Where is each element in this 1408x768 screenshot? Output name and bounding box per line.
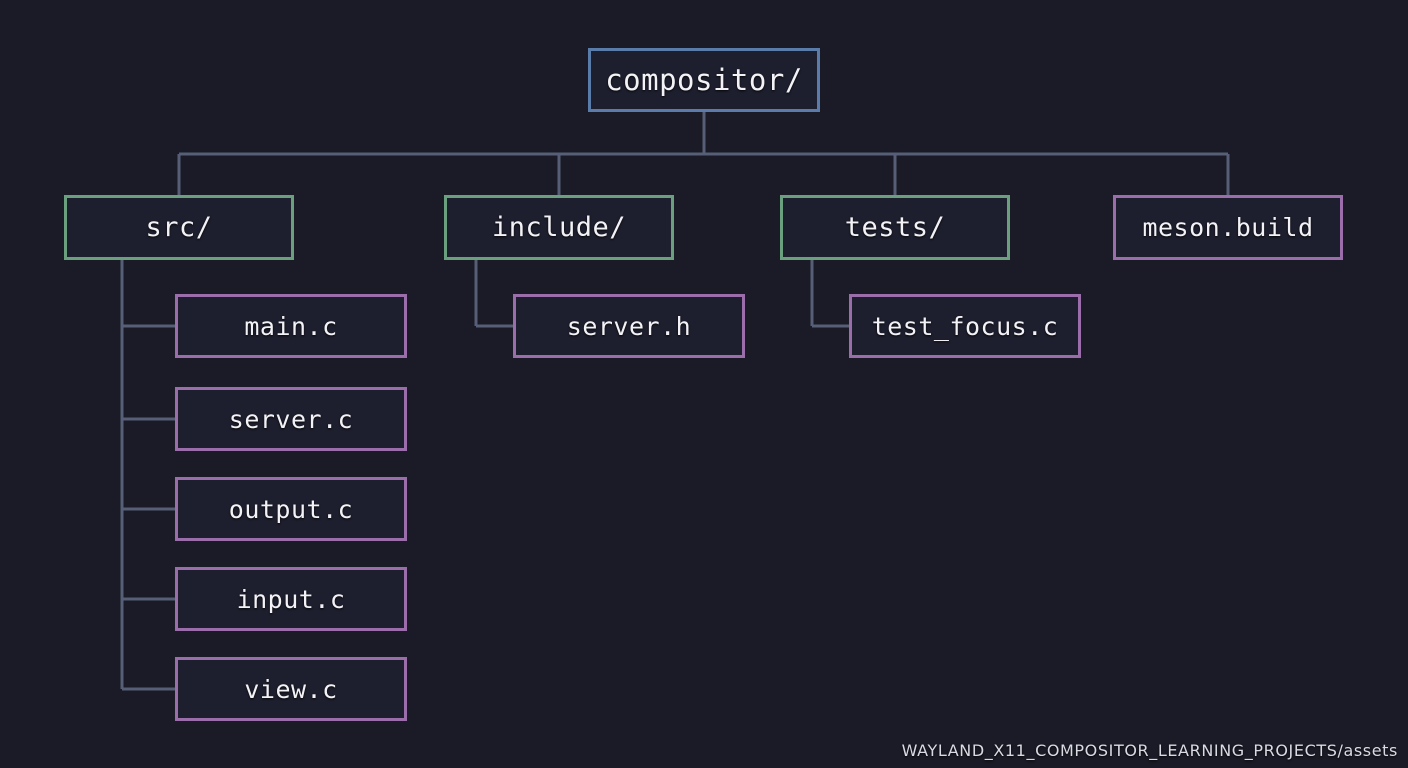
node-server-h[interactable]: server.h (513, 294, 745, 358)
node-meson-build[interactable]: meson.build (1113, 195, 1343, 260)
node-tests[interactable]: tests/ (780, 195, 1010, 260)
node-view-c[interactable]: view.c (175, 657, 407, 721)
node-main-c[interactable]: main.c (175, 294, 407, 358)
node-server-c[interactable]: server.c (175, 387, 407, 451)
node-output-c[interactable]: output.c (175, 477, 407, 541)
node-include[interactable]: include/ (444, 195, 674, 260)
node-input-c[interactable]: input.c (175, 567, 407, 631)
node-compositor[interactable]: compositor/ (588, 48, 820, 112)
node-src[interactable]: src/ (64, 195, 294, 260)
footer-path-label: WAYLAND_X11_COMPOSITOR_LEARNING_PROJECTS… (901, 741, 1398, 760)
node-test-focus-c[interactable]: test_focus.c (849, 294, 1081, 358)
